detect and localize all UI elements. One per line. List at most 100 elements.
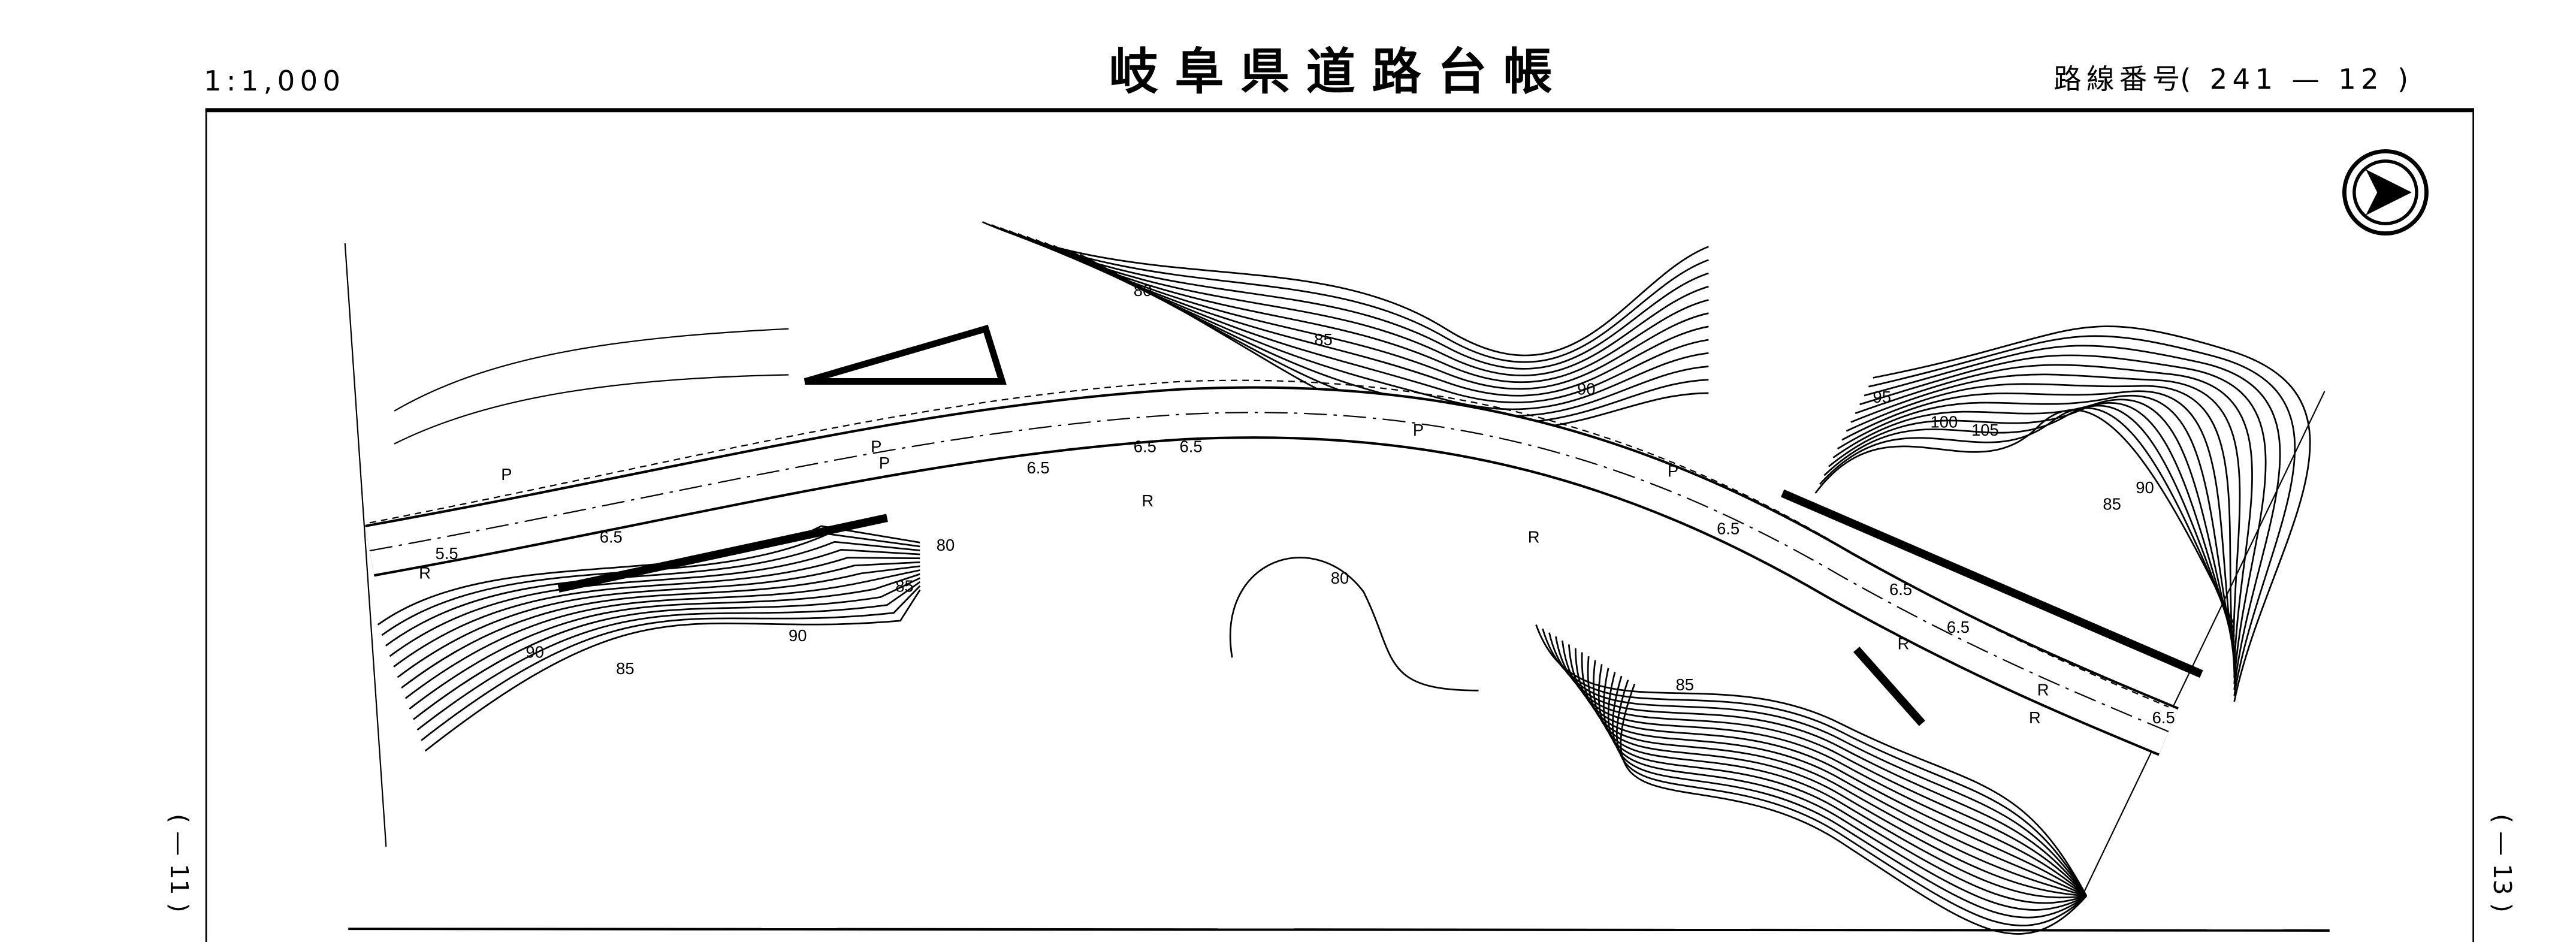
left-sheet-ref: ( — 11 ) [165,814,194,913]
contour-line [1597,664,2087,899]
route-label: 路線番号 [2053,63,2185,95]
retaining-wall [1781,489,2203,678]
contour-lines [377,221,2311,935]
contour-line [416,581,921,731]
contour-line [421,585,921,741]
road-label: 6.5 [1889,580,1912,599]
contour-line [1846,383,2236,666]
contour-line [404,569,920,699]
road-centerline [369,412,2169,732]
contour-line [1555,636,2088,897]
contour-line [401,565,920,689]
contour-line [393,557,920,668]
contour-line [1873,325,2311,702]
bottom-rule [348,927,2330,932]
contour-line [1859,354,2267,684]
route-number: ( 241 — 12 ) [2180,63,2413,95]
contour-line [1819,407,2235,631]
page-title: 岐阜県道路台帳 [1109,44,1569,101]
road-label: R [2029,708,2041,727]
contour-line [1035,238,1709,397]
road [365,324,2203,756]
contour-line [397,561,920,678]
contour-line [1828,401,2236,643]
contour-label: 95 [1873,388,1891,406]
contour-line [1229,557,1479,692]
contour-line [990,224,1709,363]
right-sheet-ref: ( — 13 ) [2488,814,2517,913]
contour-line [1542,628,2088,896]
contour-line [1607,672,2087,911]
contour-line [424,589,921,752]
left-match-line [344,243,387,847]
contour-label: 80 [1134,281,1152,300]
contour-line [1814,409,2235,626]
contour-line [409,573,920,710]
contour-line [381,533,920,636]
road-label: R [419,564,431,582]
contour-label: 80 [937,536,955,554]
river-bank [394,328,789,412]
contour-line [1855,364,2253,678]
contour-line [1620,683,2087,935]
contour-line [1850,373,2241,672]
contour-label: 100 [1931,412,1958,431]
road-label: 5.5 [436,544,458,563]
contour-line [389,549,920,657]
contour-line [1603,668,2087,904]
contour-line [1868,335,2296,696]
road-label: R [2037,680,2049,699]
contour-label: 90 [526,642,543,661]
contour-line [1612,675,2087,919]
contour-label: 90 [1577,379,1595,398]
road-label: 6.5 [1180,437,1203,455]
contour-line [1008,230,1709,376]
road-label: 6.5 [2152,708,2175,727]
contour-line [1053,244,1709,410]
contour-line [1864,345,2281,690]
contour-label: 90 [789,626,807,645]
contour-label: 85 [1314,330,1332,349]
retaining-wall [557,514,888,593]
retaining-wall [804,324,1007,385]
contour-line [1026,236,1709,390]
road-label: R [1141,491,1153,510]
contour-line [1832,398,2236,649]
contour-line [1616,680,2087,926]
road-label: P [879,454,890,472]
contour-label: 105 [1971,421,1999,439]
contour-line [982,221,1709,357]
road-label: 6.5 [1947,618,1970,636]
road-label: P [871,437,881,455]
contour-line [1044,241,1709,403]
contour-line [1574,648,2087,897]
road-shoulder-line [369,379,2169,708]
contour-line [1837,394,2236,655]
contour-line [1535,624,2088,896]
road-label: 6.5 [1717,520,1740,538]
contour-label: 85 [1676,675,1694,694]
road-label: R [1898,635,1910,653]
contour-label: 90 [2136,478,2154,497]
contour-line [412,577,920,720]
right-match-line [2077,391,2326,905]
contour-line [1017,233,1709,384]
contour-label: 85 [616,659,634,678]
retaining-wall [1853,647,1925,726]
contour-label: 80 [1331,569,1349,587]
river-bank [394,374,789,445]
road-label: P [1668,462,1678,481]
scale-label: 1:1,000 [204,65,345,97]
contour-line [1841,390,2236,660]
north-arrow-icon [2342,149,2429,236]
road-label: P [1413,421,1424,439]
road-label: 6.5 [1134,437,1156,455]
contour-line [999,227,1709,370]
road-label: 6.5 [600,527,623,546]
contour-label: 85 [2103,494,2121,513]
road-label: R [1528,527,1540,546]
road-label: 6.5 [1027,458,1050,477]
contour-line [1587,656,2087,897]
